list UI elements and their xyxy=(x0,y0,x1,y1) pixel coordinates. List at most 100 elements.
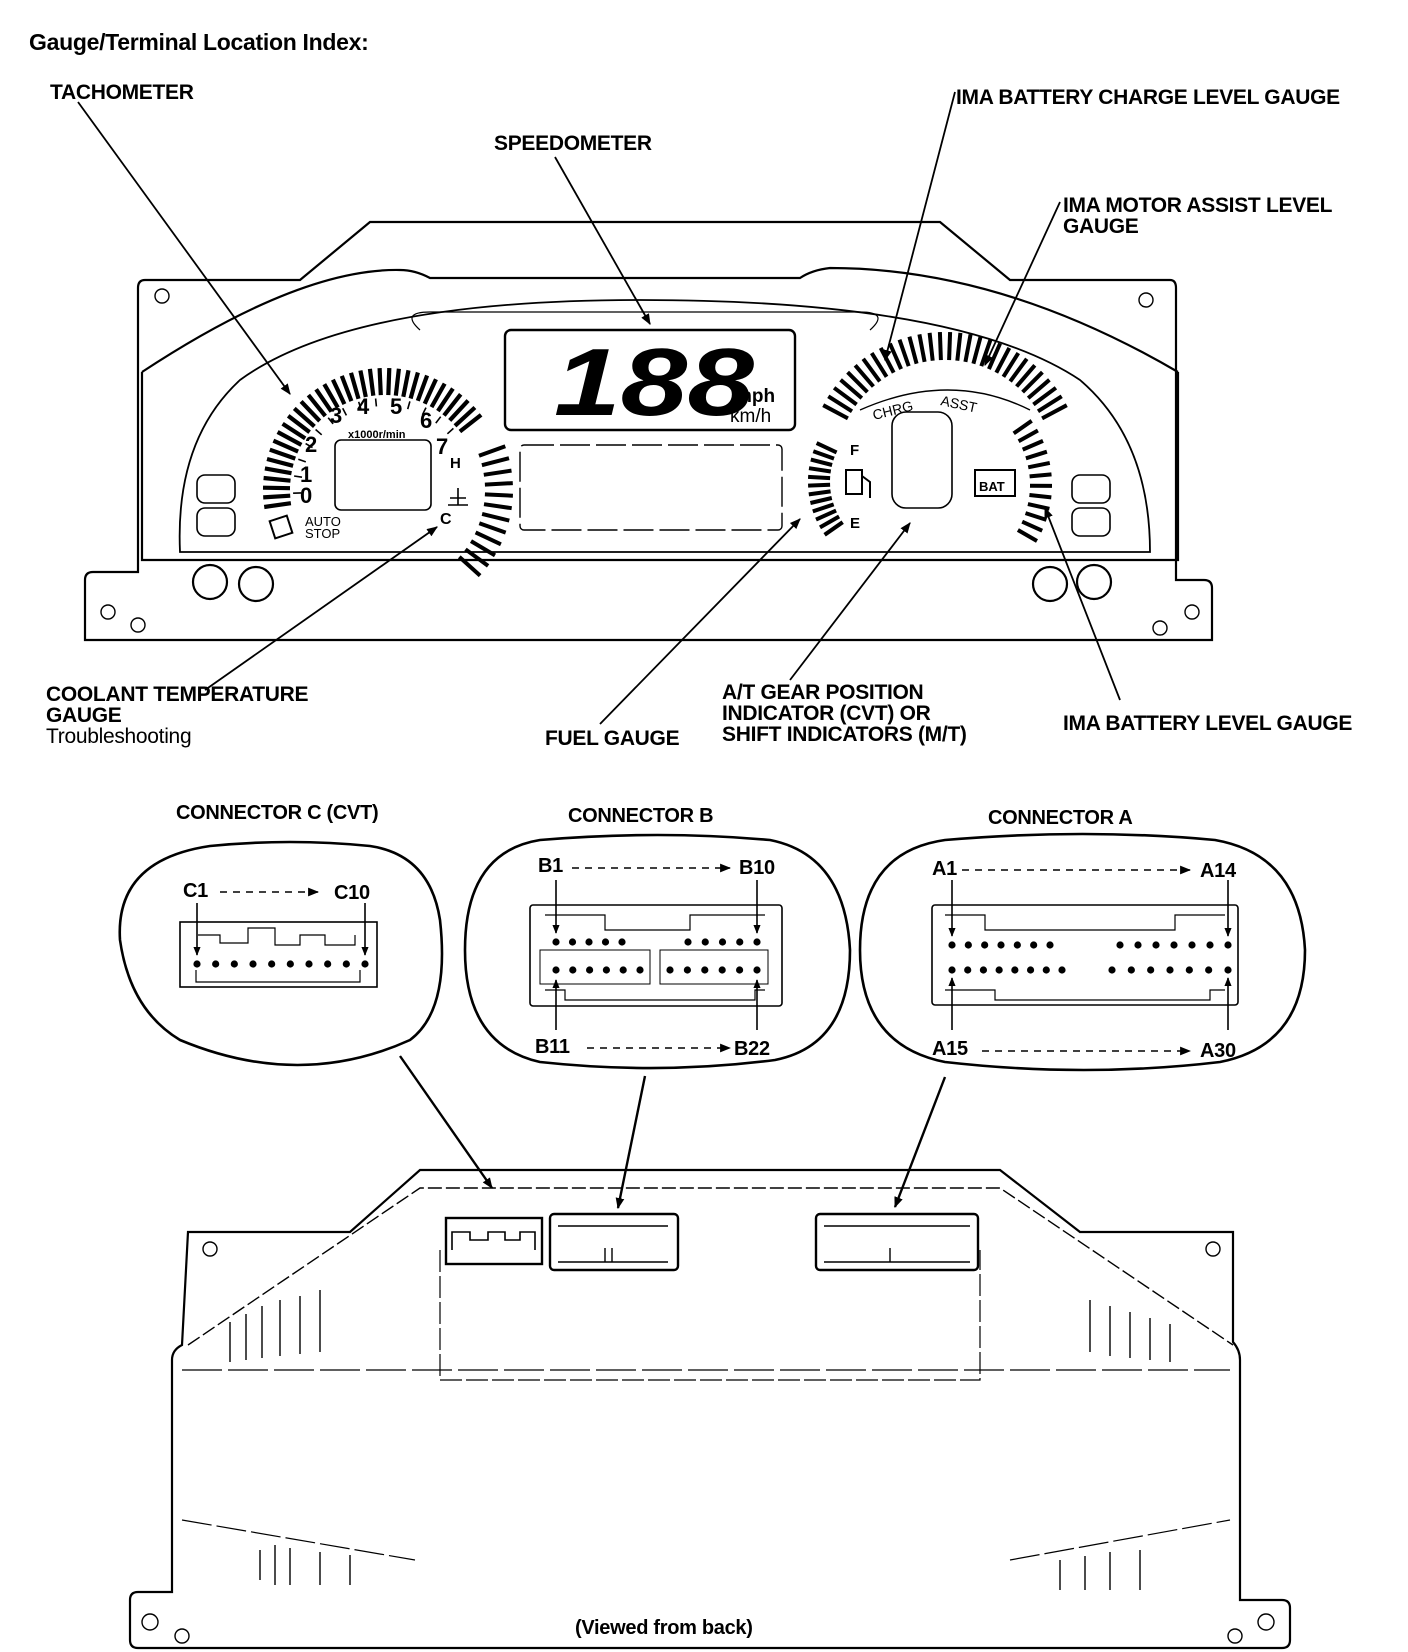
rear-connector-b xyxy=(548,1212,680,1272)
rear-housing-outline xyxy=(128,1168,1292,1650)
tach-number: 6 xyxy=(420,408,432,433)
tach-number: 2 xyxy=(305,432,317,457)
auto-stop-indicator xyxy=(268,514,294,540)
tach-tick xyxy=(358,370,368,398)
connector-c-pin xyxy=(324,960,332,968)
left-indicator-2 xyxy=(196,507,236,537)
tach-tick xyxy=(429,382,447,409)
fuel-tick xyxy=(809,496,833,505)
tach-tick xyxy=(299,399,322,423)
coolant-tick xyxy=(478,444,506,458)
screw-hole xyxy=(154,288,170,304)
pin-label-a15: A15 xyxy=(932,1038,968,1060)
connector-b-pin xyxy=(601,938,610,946)
ima-assist-tick xyxy=(870,352,889,378)
tach-tick xyxy=(322,383,340,409)
ima-battery-tick xyxy=(1021,439,1044,452)
connector-c-pin xyxy=(305,960,313,968)
tach-tick xyxy=(453,405,477,428)
lower-lcd-window xyxy=(519,444,783,531)
connector-a-pin xyxy=(964,966,972,974)
connector-c-pin xyxy=(361,960,369,968)
connector-b-inner xyxy=(545,989,765,1001)
tach-tick xyxy=(348,372,361,400)
label-coolant-troubleshooting[interactable]: Troubleshooting xyxy=(46,725,192,748)
ima-battery-tick xyxy=(1029,472,1052,479)
label-speedometer: SPEEDOMETER xyxy=(494,132,652,155)
tach-tick xyxy=(393,368,401,396)
ima-assist-tick xyxy=(846,370,869,394)
connector-a-title: CONNECTOR A xyxy=(988,807,1133,829)
connector-a-pin xyxy=(1042,966,1050,974)
temp-cold-label: C xyxy=(440,511,452,528)
connector-b-pin xyxy=(602,966,611,974)
ima-assist-tick xyxy=(917,334,927,363)
connector-a-pin xyxy=(948,966,956,974)
connector-bubbles xyxy=(118,832,1307,1072)
tach-tick xyxy=(292,406,316,428)
connector-b-pin xyxy=(753,966,761,974)
connector-b-pin xyxy=(552,966,560,974)
ima-battery-tick xyxy=(1025,449,1048,461)
ima-assist-tick xyxy=(937,332,943,361)
pin-label-c10: C10 xyxy=(334,882,370,904)
leader-lines xyxy=(77,91,1121,725)
knob xyxy=(237,565,275,603)
connector-b-cell xyxy=(539,949,651,985)
ima-assist-tick xyxy=(839,378,864,400)
connector-c-pin xyxy=(268,960,276,968)
coolant-tick xyxy=(484,481,513,487)
connector-b-pin xyxy=(585,938,593,946)
tach-tick xyxy=(367,368,376,396)
chrg-label: CHRG xyxy=(871,397,915,423)
tach-tick xyxy=(386,368,392,396)
tach-tick xyxy=(339,375,354,402)
footer-caption: (Viewed from back) xyxy=(575,1617,753,1639)
tach-tick xyxy=(442,393,463,417)
connector-a-pin xyxy=(981,941,989,949)
unit-kmh: km/h xyxy=(730,406,771,427)
connector-a-inner xyxy=(945,989,1225,1001)
connector-c-pin xyxy=(249,960,257,968)
connector-b-title: CONNECTOR B xyxy=(568,805,714,827)
tach-minor-tick xyxy=(391,398,394,407)
label-gear-2: INDICATOR (CVT) OR xyxy=(722,702,931,725)
coolant-tick xyxy=(483,502,512,511)
connector-a-pin xyxy=(1205,966,1213,974)
connector-c-bubble xyxy=(118,840,444,1067)
leader-speedometer xyxy=(554,156,651,325)
asst-label: ASST xyxy=(939,392,979,415)
tach-tick xyxy=(276,430,303,447)
connector-a-pin xyxy=(1116,941,1124,949)
label-coolant-2: GAUGE xyxy=(46,704,122,727)
pin-label-b10: B10 xyxy=(739,857,775,879)
connector-c-pin xyxy=(286,960,294,968)
connector-b-keying xyxy=(545,914,765,931)
auto-stop-label: AUTO xyxy=(305,514,341,529)
ima-assist-tick xyxy=(907,336,919,365)
ima-assist-tick xyxy=(888,342,903,370)
coolant-tick xyxy=(481,456,510,468)
label-ima-motor-assist-1: IMA MOTOR ASSIST LEVEL xyxy=(1063,194,1333,217)
ima-assist-tick xyxy=(822,403,849,421)
connector-a-pin xyxy=(1108,966,1116,974)
connector-a-pin xyxy=(995,966,1003,974)
tach-tick xyxy=(286,414,311,434)
coolant-tick xyxy=(464,547,490,568)
fuel-tick xyxy=(808,466,832,474)
tach-number: 7 xyxy=(436,434,448,459)
bat-label: BAT xyxy=(979,479,1005,494)
knob xyxy=(191,563,229,601)
connector-a-pin xyxy=(948,941,956,949)
connector-a-pin xyxy=(1147,966,1155,974)
pin-label-a14: A14 xyxy=(1200,860,1236,882)
label-gear-3: SHIFT INDICATORS (M/T) xyxy=(722,723,967,746)
tach-minor-tick xyxy=(421,407,427,416)
connector-b-pin xyxy=(736,966,744,974)
connector-c-keying xyxy=(198,927,356,946)
label-tachometer: TACHOMETER xyxy=(50,81,194,104)
connector-b-pin xyxy=(718,966,726,974)
leader-fuel xyxy=(599,518,801,725)
rear-connector-c-keying xyxy=(451,1231,536,1250)
